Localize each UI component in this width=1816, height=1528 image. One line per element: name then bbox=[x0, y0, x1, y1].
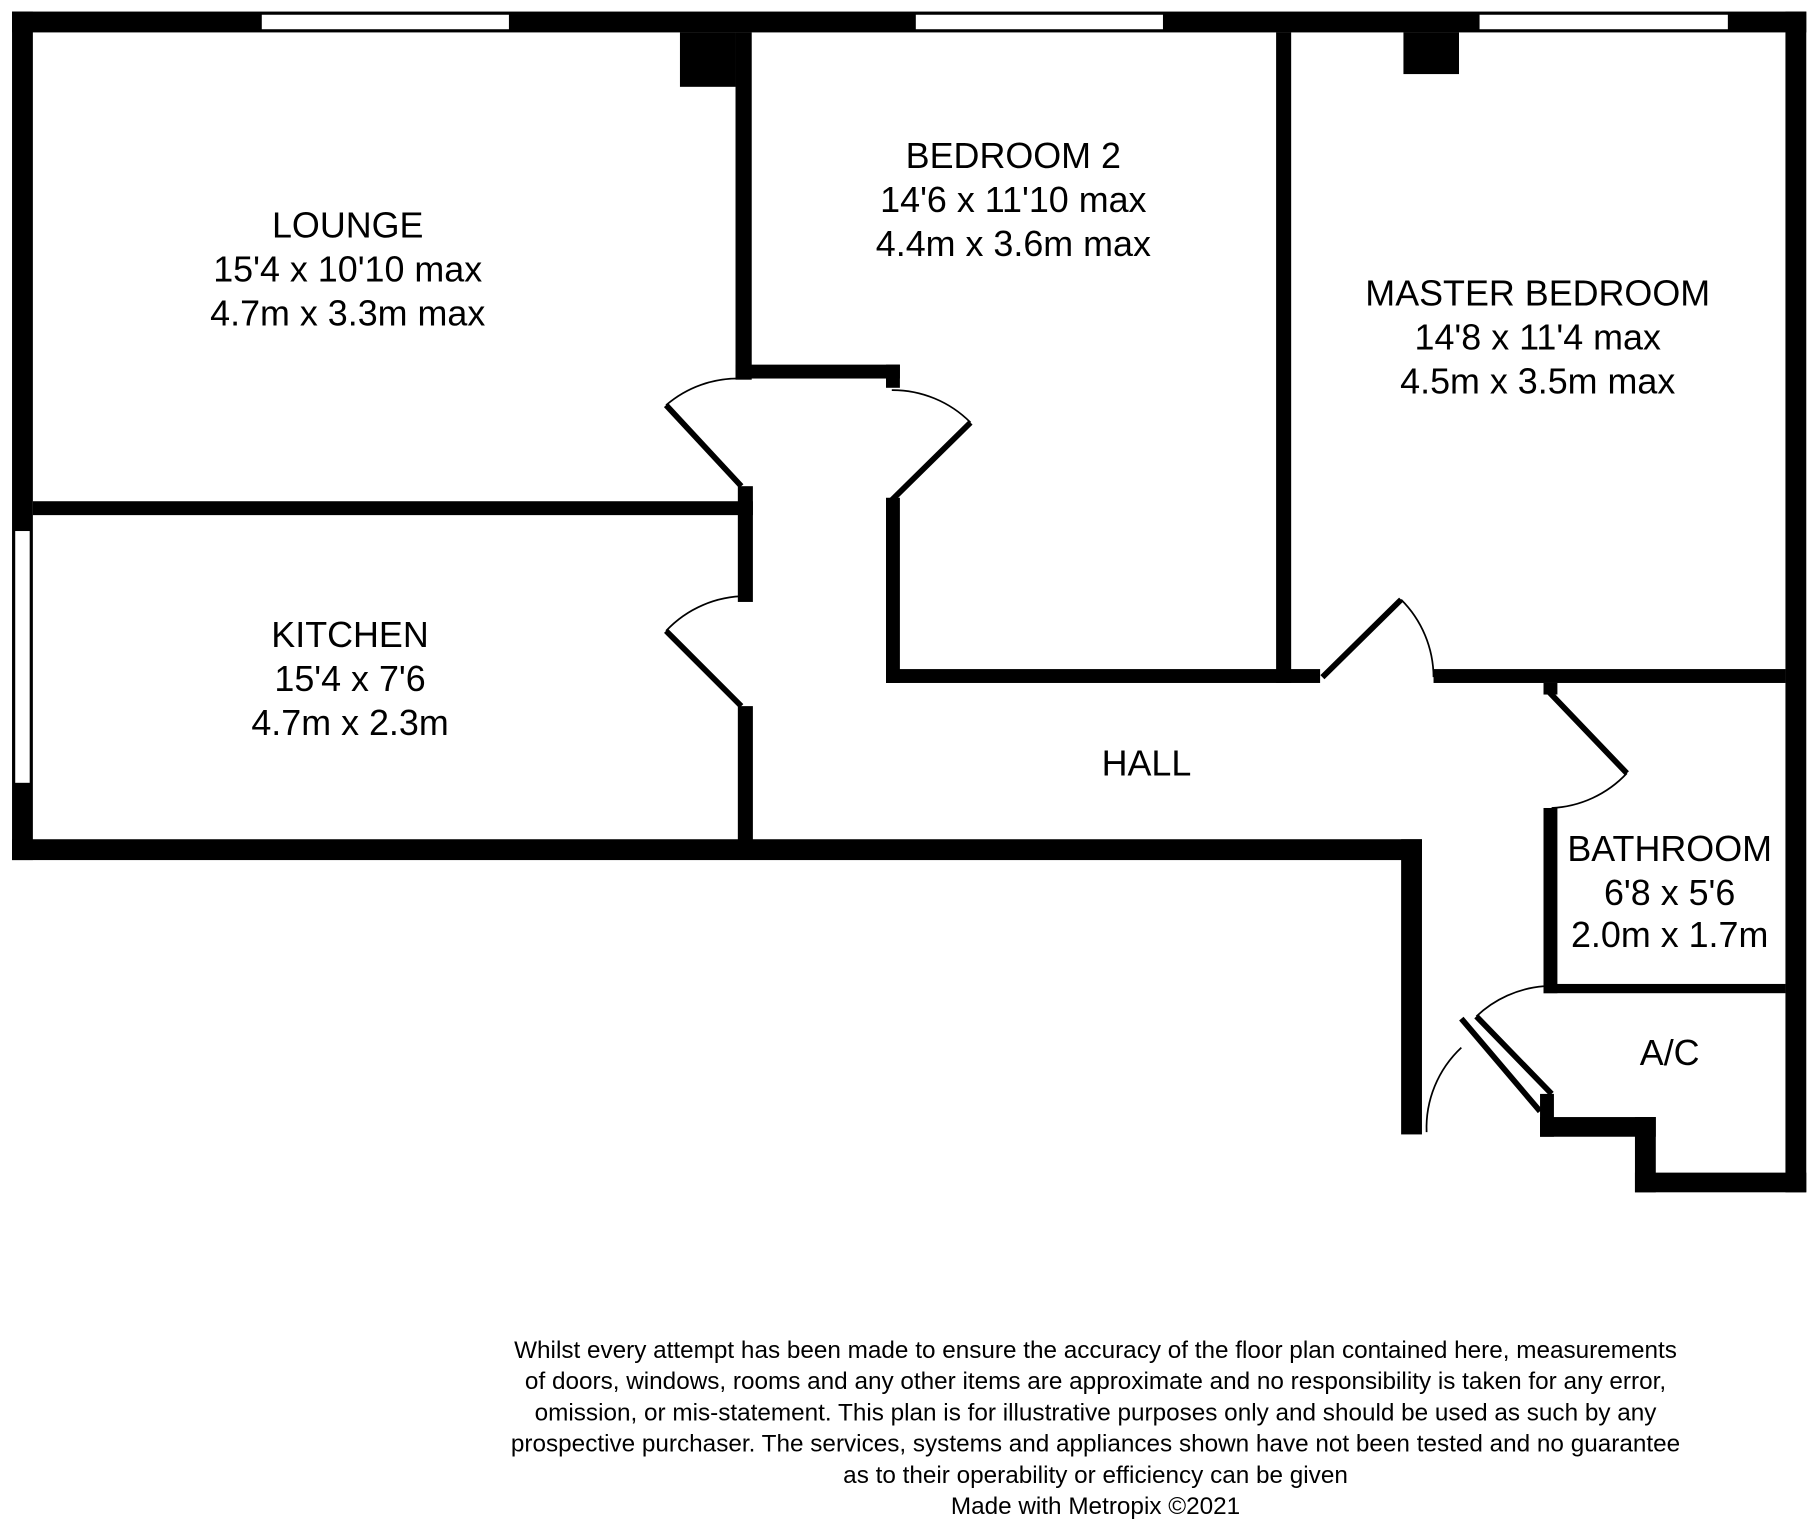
room-bedroom-2: BEDROOM 2 14'6 x 11'10 max 4.4m x 3.6m m… bbox=[876, 136, 1151, 264]
room-name: BEDROOM 2 bbox=[906, 136, 1121, 176]
room-metric: 4.7m x 2.3m bbox=[251, 703, 448, 743]
room-imperial: 14'6 x 11'10 max bbox=[880, 180, 1146, 220]
master-chimney bbox=[1403, 32, 1460, 75]
room-kitchen: KITCHEN 15'4 x 7'6 4.7m x 2.3m bbox=[251, 615, 448, 743]
room-master-bedroom: MASTER BEDROOM 14'8 x 11'4 max 4.5m x 3.… bbox=[1365, 274, 1710, 402]
room-metric: 4.7m x 3.3m max bbox=[210, 293, 485, 333]
room-ac: A/C bbox=[1640, 1033, 1700, 1073]
room-imperial: 15'4 x 10'10 max bbox=[213, 249, 482, 289]
room-imperial: 15'4 x 7'6 bbox=[274, 659, 425, 699]
doors bbox=[663, 377, 1629, 1133]
room-bathroom: BATHROOM 6'8 x 5'6 2.0m x 1.7m bbox=[1567, 829, 1772, 955]
credit: Made with Metropix ©2021 bbox=[951, 1493, 1240, 1520]
room-name: BATHROOM bbox=[1567, 829, 1772, 869]
disclaimer-line: omission, or mis-statement. This plan is… bbox=[535, 1399, 1658, 1426]
disclaimer: Whilst every attempt has been made to en… bbox=[511, 1337, 1680, 1520]
room-imperial: 14'8 x 11'4 max bbox=[1415, 318, 1661, 358]
room-hall: HALL bbox=[1102, 744, 1192, 784]
lounge-chimney bbox=[679, 32, 736, 87]
room-metric: 4.4m x 3.6m max bbox=[876, 224, 1151, 264]
disclaimer-line: as to their operability or efficiency ca… bbox=[843, 1462, 1348, 1489]
room-name: LOUNGE bbox=[272, 205, 424, 245]
room-imperial: 6'8 x 5'6 bbox=[1604, 873, 1735, 913]
room-lounge: LOUNGE 15'4 x 10'10 max 4.7m x 3.3m max bbox=[210, 205, 485, 333]
room-name: KITCHEN bbox=[271, 615, 428, 655]
room-metric: 4.5m x 3.5m max bbox=[1400, 362, 1675, 402]
windows bbox=[13, 13, 1730, 785]
disclaimer-line: prospective purchaser. The services, sys… bbox=[511, 1431, 1680, 1458]
disclaimer-line: of doors, windows, rooms and any other i… bbox=[525, 1368, 1666, 1395]
room-name: MASTER BEDROOM bbox=[1365, 274, 1710, 314]
disclaimer-line: Whilst every attempt has been made to en… bbox=[514, 1337, 1677, 1364]
room-metric: 2.0m x 1.7m bbox=[1571, 915, 1768, 955]
